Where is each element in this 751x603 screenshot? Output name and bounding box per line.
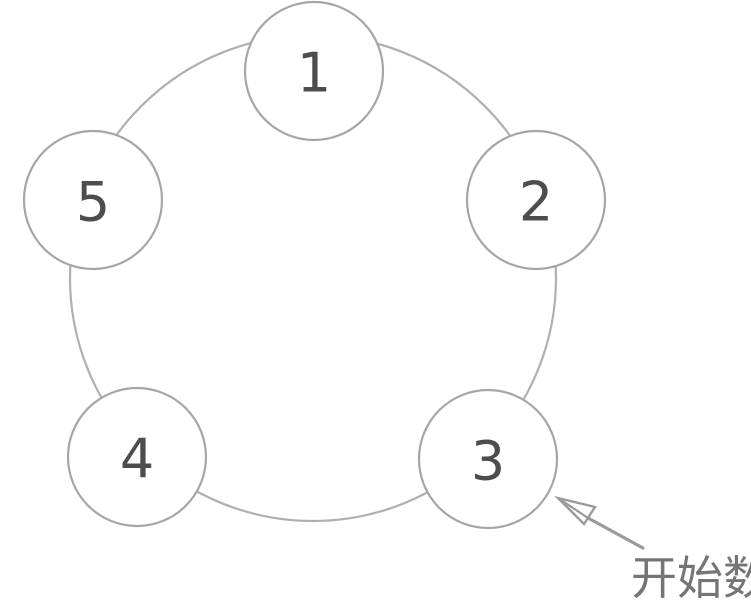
start-arrowhead-crease: [557, 497, 589, 519]
node-circle-3: [417, 388, 559, 530]
annotation-label: 开始数: [631, 551, 751, 603]
node-2: 2: [465, 129, 607, 271]
start-arrow: [554, 495, 645, 550]
node-circle-2: [465, 129, 607, 271]
node-1: 1: [243, 0, 385, 142]
node-3: 3: [417, 388, 559, 530]
node-label-3: 3: [471, 430, 505, 493]
node-4: 4: [66, 386, 208, 528]
node-label-5: 5: [76, 171, 110, 234]
node-label-2: 2: [519, 171, 553, 234]
node-label-4: 4: [120, 428, 154, 491]
start-arrow-shaft: [586, 516, 645, 550]
node-circle-5: [22, 129, 164, 271]
node-circle-4: [66, 386, 208, 528]
node-circle-1: [243, 0, 385, 142]
node-label-1: 1: [297, 42, 331, 105]
node-5: 5: [22, 129, 164, 271]
